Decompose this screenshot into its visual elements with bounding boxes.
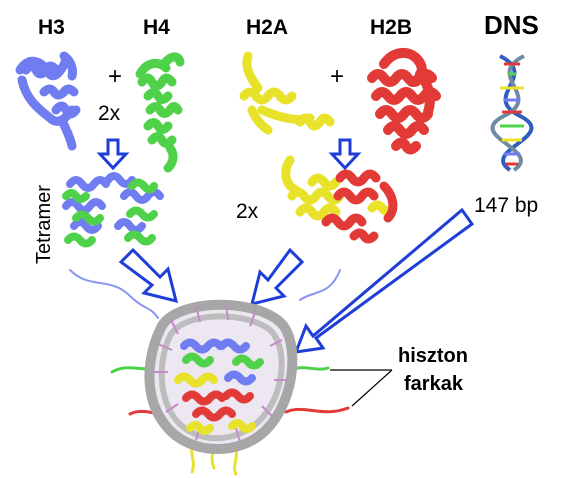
h2b-protein-structure xyxy=(367,48,441,155)
nucleosome-structure xyxy=(69,269,350,476)
arrow-dimer-to-nucleosome xyxy=(249,247,305,307)
plus-sign-left: + xyxy=(108,63,122,90)
label-h4: H4 xyxy=(143,16,170,39)
label-histone-tails-line2: farkak xyxy=(404,373,464,395)
label-histone-tails-line1: hiszton xyxy=(398,345,468,367)
multiplier-label-tetramer: 2x xyxy=(98,102,121,125)
label-tetramer: Tetramer xyxy=(33,185,55,264)
tetramer-structure xyxy=(62,172,164,248)
arrow-h2ah2b-to-dimer xyxy=(328,138,362,171)
arrow-h3h4-to-tetramer xyxy=(96,138,130,171)
label-h2b: H2B xyxy=(370,16,412,39)
label-dna-length: 147 bp xyxy=(474,194,538,217)
dna-double-helix-icon xyxy=(490,54,534,172)
h4-protein-structure xyxy=(135,52,185,173)
label-dns: DNS xyxy=(484,10,539,40)
arrow-tetramer-to-nucleosome xyxy=(118,247,179,304)
arrow-dna-to-nucleosome xyxy=(293,207,475,354)
label-h3: H3 xyxy=(38,16,65,39)
plus-sign-right: + xyxy=(330,63,344,90)
label-h2a: H2A xyxy=(246,16,288,39)
tails-annotation-lines xyxy=(330,369,393,407)
h3-protein-structure xyxy=(15,51,81,151)
multiplier-label-dimer: 2x xyxy=(236,200,259,223)
h2a-h2b-dimer-structure xyxy=(281,155,398,244)
h2a-protein-structure xyxy=(239,51,335,135)
